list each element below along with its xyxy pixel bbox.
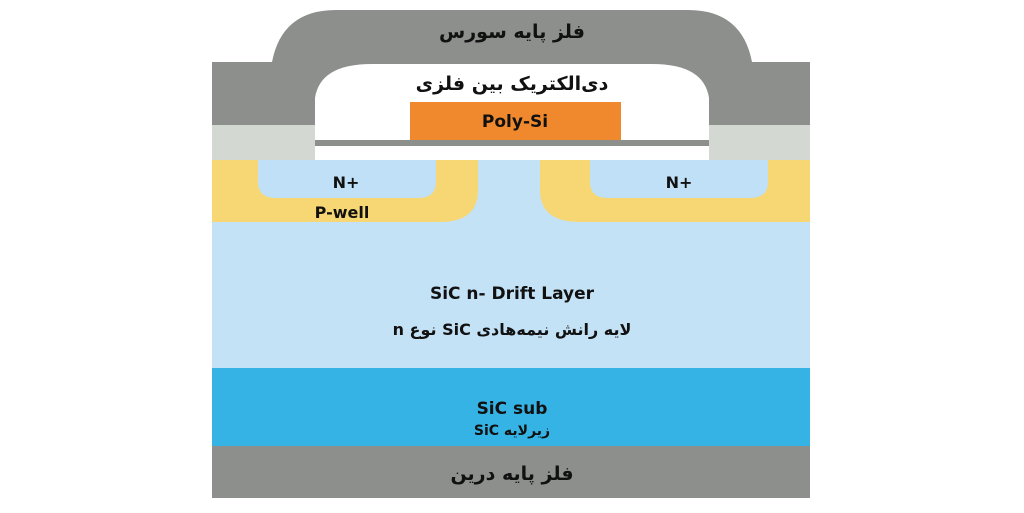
- p-well-label: P-well: [315, 203, 370, 222]
- dielectric-label: دی‌الکتریک بین فلزی: [416, 73, 609, 95]
- side-oxide-left: [212, 125, 315, 160]
- side-oxide-right: [709, 125, 810, 160]
- drain-metal-label: فلز پایه درین: [450, 463, 573, 485]
- n-plus-right-label: N+: [666, 173, 693, 192]
- substrate-label-en: SiC sub: [477, 399, 548, 419]
- n-plus-left: [258, 160, 436, 198]
- n-plus-right: [590, 160, 768, 198]
- poly-si-gate: [410, 102, 621, 140]
- poly-si-label: Poly-Si: [482, 112, 548, 132]
- gate-oxide: [315, 140, 709, 146]
- drain-metal-layer: [212, 446, 810, 498]
- sic-substrate-layer: [212, 368, 810, 446]
- drift-layer-label-fa: لایه رانش نیمه‌هادی SiC نوع n: [393, 320, 632, 339]
- n-plus-left-label: N+: [333, 173, 360, 192]
- substrate-label-fa: زیرلایه SiC: [474, 423, 550, 439]
- source-metal-label: فلز پایه سورس: [439, 21, 585, 43]
- drift-layer-label-en: SiC n- Drift Layer: [430, 284, 595, 304]
